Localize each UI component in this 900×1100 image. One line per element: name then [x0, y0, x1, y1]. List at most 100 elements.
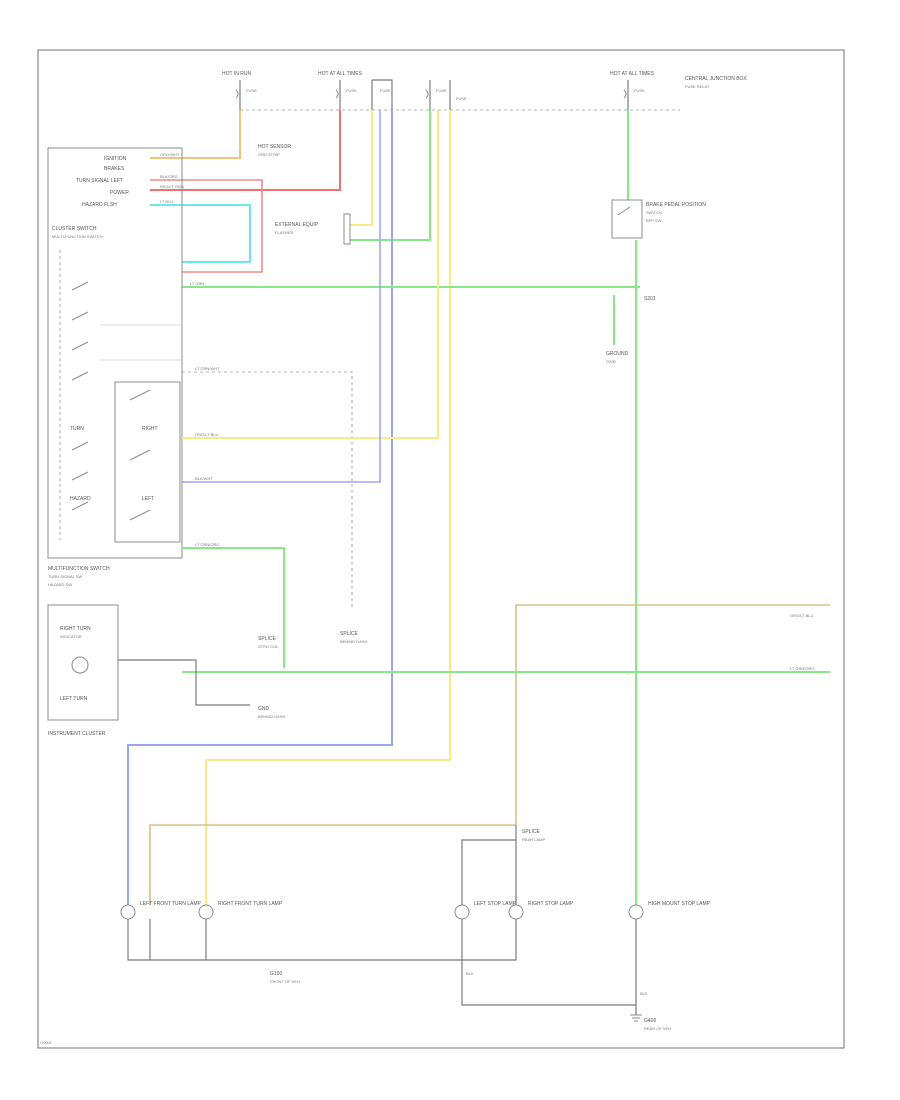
- external-connector: [343, 213, 351, 245]
- label-switch-caption-1: MULTIFUNCTION SWITCH: [48, 566, 110, 572]
- label-hot-in-run: HOT IN RUN: [222, 71, 251, 77]
- svg-text:FUSE: FUSE: [346, 88, 357, 93]
- label-hazard-flash: HAZARD FLSH: [82, 202, 117, 208]
- label-mid-3: SPLICE: [340, 631, 358, 637]
- label-rear-black2: BLK: [640, 991, 648, 996]
- label-brake-switch-note: SWITCH: [646, 210, 662, 215]
- label-wire-switch-2: ORG/LT BLU: [195, 432, 219, 437]
- svg-text:FUSE: FUSE: [380, 88, 391, 93]
- label-grd-1: GROUND: [606, 351, 629, 357]
- label-ignition: IGNITION: [104, 156, 127, 162]
- label-grd-ref: S201: [644, 296, 656, 302]
- label-wire-green-top: LT GRN: [190, 281, 204, 286]
- lamp-left-rear: LEFT STOP LAMP: [454, 901, 517, 920]
- label-left: LEFT: [142, 496, 154, 502]
- svg-text:LEFT STOP LAMP: LEFT STOP LAMP: [474, 901, 517, 907]
- label-cluster-gnd-note: BEHIND DASH: [258, 714, 285, 719]
- wire-red: [150, 110, 341, 191]
- footer-code: G0001: [40, 1040, 53, 1045]
- wire-ground-front: [127, 919, 517, 961]
- label-fuse-box-note: FUSE RELAY: [685, 84, 710, 89]
- wire-green-long: [182, 240, 640, 905]
- label-wire-red-top: RED/LT GRN: [160, 184, 184, 189]
- label-gnd-rear: G400: [644, 1018, 656, 1024]
- brake-switch-box: [611, 199, 643, 239]
- label-switch-caption-3: HAZARD SW: [48, 582, 72, 587]
- label-right-out-1: ORG/LT BLU: [790, 613, 814, 618]
- label-hot-at-all-times-1: HOT AT ALL TIMES: [318, 71, 363, 77]
- svg-text:HIGH MOUNT STOP LAMP: HIGH MOUNT STOP LAMP: [648, 901, 711, 907]
- fuse-2: FUSE: [335, 80, 357, 110]
- inner-switch-box: [114, 381, 181, 543]
- ground-symbol-rear: [630, 1014, 642, 1022]
- label-central-junction: CENTRAL JUNCTION BOX: [685, 76, 747, 82]
- wire-switch-blue: [182, 110, 381, 483]
- cluster-lamp-icon: [71, 656, 89, 674]
- label-cluster-caption: INSTRUMENT CLUSTER: [48, 731, 106, 737]
- label-splice-rear-note: REAR LAMP: [522, 837, 545, 842]
- label-right-out-2: LT GRN/ORG: [790, 666, 815, 671]
- lamp-high-mount: HIGH MOUNT STOP LAMP: [628, 901, 711, 920]
- wire-yellow-long: [205, 110, 451, 905]
- label-brake-switch-note2: BPP SW: [646, 218, 662, 223]
- label-cluster-gnd: GND: [258, 706, 270, 712]
- wire-ground-rear: [461, 919, 637, 1015]
- label-wire-orange-top: ORG/WHT: [160, 152, 180, 157]
- label-gnd-rear-note: REAR OF VEH: [644, 1026, 671, 1031]
- instrument-cluster-box: [47, 604, 119, 721]
- label-cluster-indicator: INDICATOR: [60, 634, 82, 639]
- cluster-switch-box: [47, 147, 183, 559]
- wire-pink: [150, 179, 263, 273]
- label-turn-signal-left: TURN SIGNAL LEFT: [76, 178, 123, 184]
- wire-cyan: [150, 204, 251, 263]
- wire-switch-green: [182, 547, 285, 668]
- svg-text:FUSE: FUSE: [246, 88, 257, 93]
- fuse-1: FUSE: [235, 80, 257, 110]
- label-right: RIGHT: [142, 426, 158, 432]
- svg-text:RIGHT STOP LAMP: RIGHT STOP LAMP: [528, 901, 574, 907]
- label-brakes: BRAKES: [104, 166, 125, 172]
- label-switch-caption-2: TURN SIGNAL SW: [48, 574, 83, 579]
- label-wire-pink-top: BLK/ORG: [160, 174, 178, 179]
- label-external-note: FLASHER: [275, 230, 294, 235]
- label-turn: TURN: [70, 426, 84, 432]
- label-cluster-right-turn: RIGHT TURN: [60, 626, 91, 632]
- label-wire-switch-3: LT GRN/ORG: [195, 542, 220, 547]
- svg-text:FUSE: FUSE: [436, 88, 447, 93]
- fuse-6: FUSE: [623, 80, 645, 110]
- wire-yellow-short: [350, 110, 373, 226]
- label-rear-black: BLK: [466, 971, 474, 976]
- lamp-left-front: LEFT FRONT TURN LAMP: [120, 901, 202, 920]
- label-gnd-front-note: FRONT OF VEH: [270, 979, 300, 984]
- label-wire-switch-1: LT GRN/WHT: [195, 366, 220, 371]
- wire-green-short: [350, 110, 431, 241]
- diagram-frame: [37, 49, 845, 1049]
- svg-text:FUSE: FUSE: [634, 88, 645, 93]
- lamp-right-front: RIGHT FRONT TURN LAMP: [198, 901, 283, 920]
- fuse-5: FUSE: [449, 80, 467, 110]
- splice-dot-green: [634, 285, 638, 289]
- label-gnd-front: G100: [270, 971, 282, 977]
- wire-tan-right: [149, 604, 830, 905]
- label-power: POWER: [110, 190, 129, 196]
- label-mult-func-switch: MULTI-FUNCTION SWITCH: [52, 234, 103, 239]
- svg-text:LEFT FRONT TURN LAMP: LEFT FRONT TURN LAMP: [140, 901, 202, 907]
- label-hazard: HAZARD: [70, 496, 91, 502]
- label-hot-sensor: HOT SENSOR: [258, 144, 291, 150]
- fuse-4: FUSE: [425, 80, 447, 110]
- label-cluster-switch: CLUSTER SWITCH: [52, 226, 97, 232]
- label-mid-1: SPLICE: [258, 636, 276, 642]
- label-brake-pedal-position: BRAKE PEDAL POSITION: [646, 202, 706, 208]
- lamp-right-rear: RIGHT STOP LAMP: [508, 901, 574, 920]
- wire-switch-thin: [182, 371, 353, 610]
- label-external-equip: EXTERNAL EQUIP: [275, 222, 319, 228]
- svg-text:FUSE: FUSE: [456, 96, 467, 101]
- wire-orange: [150, 110, 241, 159]
- fuse-3: FUSE: [371, 79, 393, 110]
- label-wire-cyan-top: LT BLU: [160, 199, 173, 204]
- label-hot-sensor-note: GRD STRIP: [258, 152, 280, 157]
- label-hot-at-all-times-2: HOT AT ALL TIMES: [610, 71, 655, 77]
- label-wire-switch-4: BLK/WHT: [195, 476, 213, 481]
- label-splice-rear: SPLICE: [522, 829, 540, 835]
